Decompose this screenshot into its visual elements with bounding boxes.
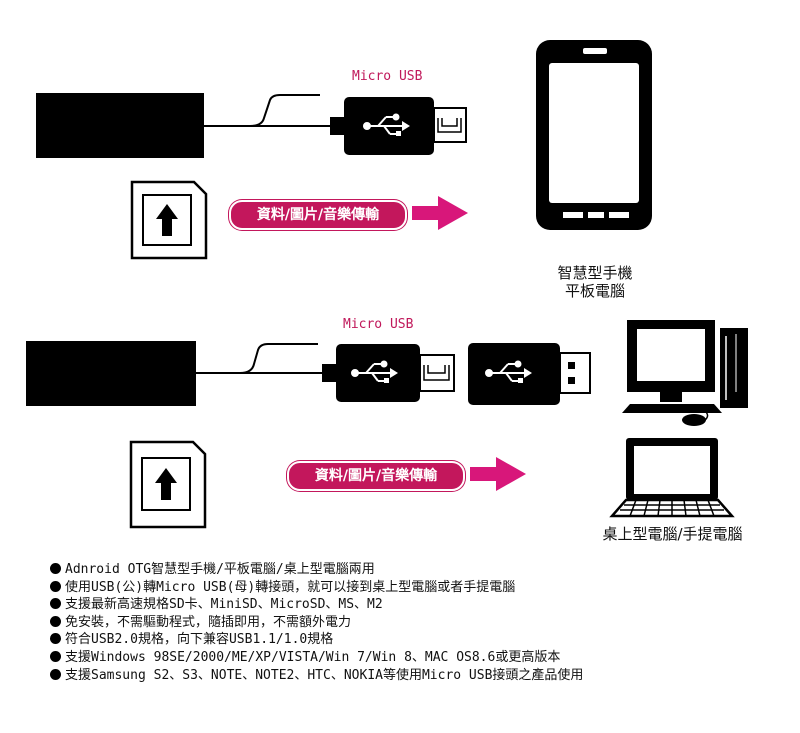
bullet-icon — [50, 615, 61, 627]
bullet-icon — [50, 580, 61, 592]
desktop-computer-icon — [622, 320, 748, 426]
bottom-device-label: 桌上型電腦/手提電腦 — [602, 525, 743, 543]
feature-item: 使用USB(公)轉Micro USB(母)轉接頭，就可以接到桌上型電腦或者手提電… — [50, 579, 583, 597]
sd-card-icon — [129, 440, 207, 529]
sd-card-icon — [130, 180, 208, 260]
transfer-arrow — [412, 196, 468, 230]
usb-symbol-icon — [351, 360, 398, 383]
bullet-icon — [50, 563, 61, 574]
bullet-icon — [50, 668, 61, 680]
usb-symbol-icon — [485, 360, 532, 383]
feature-item: 免安裝，不需驅動程式，隨插即用，不需額外電力 — [50, 614, 583, 632]
feature-item: 支援最新高速規格SD卡、MiniSD、MicroSD、MS、M2 — [50, 596, 583, 614]
top-device-label-line2: 平板電腦 — [564, 282, 625, 300]
top-device-label-line1: 智慧型手機 — [557, 264, 633, 282]
bullet-icon — [50, 598, 61, 610]
top-micro-usb-label: Micro USB — [352, 69, 423, 84]
feature-item: 支援Windows 98SE/2000/ME/XP/VISTA/Win 7/Wi… — [50, 649, 583, 667]
feature-item: 支援Samsung S2、S3、NOTE、NOTE2、HTC、NOKIA等使用M… — [50, 667, 583, 685]
usb-symbol-icon — [363, 113, 410, 136]
feature-list: Adnroid OTG智慧型手機/平板電腦/桌上型電腦兩用 使用USB(公)轉M… — [50, 561, 583, 684]
feature-item: Adnroid OTG智慧型手機/平板電腦/桌上型電腦兩用 — [50, 561, 583, 579]
cable — [204, 94, 320, 127]
bullet-icon — [50, 633, 61, 645]
upload-arrow-icon — [156, 204, 178, 236]
bottom-micro-usb-label: Micro USB — [343, 317, 414, 332]
transfer-arrow — [470, 457, 526, 491]
top-device-label: 智慧型手機 平板電腦 — [530, 264, 660, 300]
feature-item: 符合USB2.0規格，向下兼容USB1.1/1.0規格 — [50, 631, 583, 649]
card-reader-icon — [26, 341, 196, 406]
smartphone-icon — [536, 40, 652, 230]
bullet-icon — [50, 650, 61, 662]
top-diagram — [36, 40, 652, 260]
card-reader-icon — [36, 93, 204, 158]
upload-arrow-icon — [155, 468, 177, 500]
bottom-transfer-label: 資料/圖片/音樂傳輸 — [287, 461, 465, 491]
top-transfer-label: 資料/圖片/音樂傳輸 — [229, 200, 407, 230]
cable — [196, 343, 318, 374]
laptop-icon — [609, 438, 735, 518]
bottom-diagram — [26, 320, 748, 529]
